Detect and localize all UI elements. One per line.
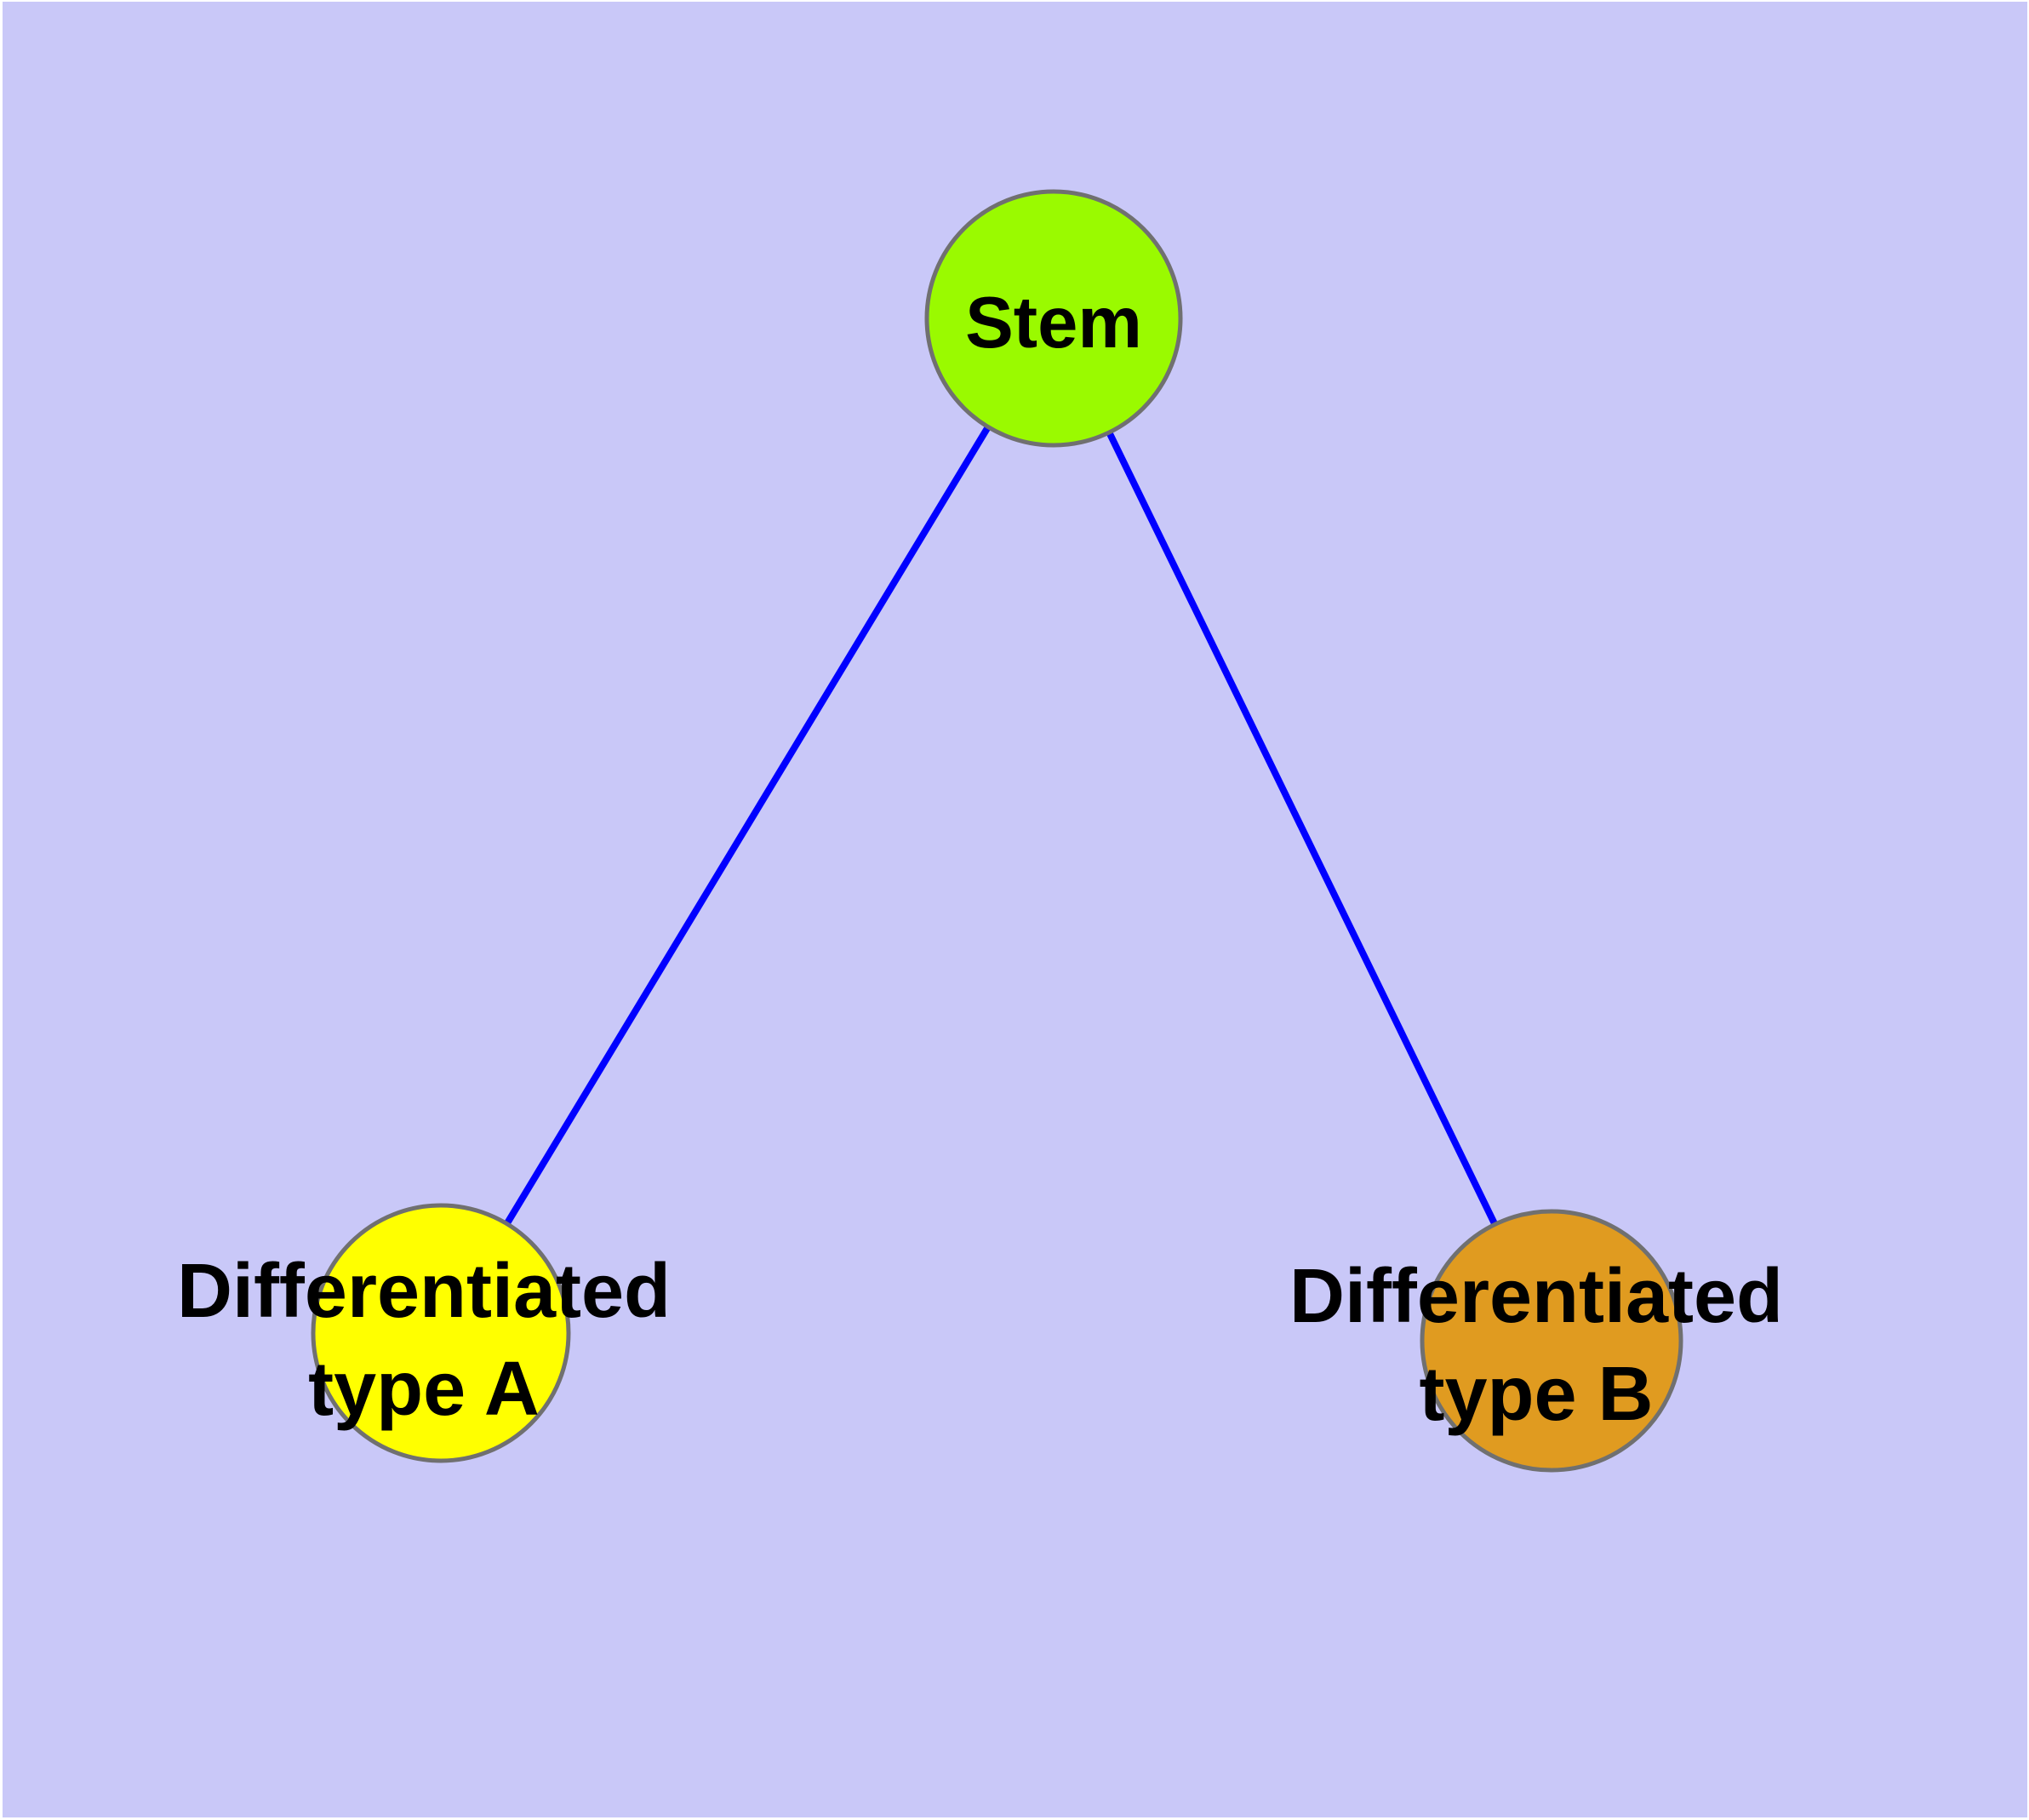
node-label-type-a-line1: Differentiated — [177, 1249, 671, 1334]
node-label-type-b-line2: type B — [1419, 1352, 1653, 1437]
node-label-type-b-line1: Differentiated — [1289, 1254, 1783, 1339]
edge-stem-to-type-a — [437, 316, 1057, 1336]
node-label-stem: Stem — [965, 283, 1142, 363]
node-differentiated-type-b — [1420, 1209, 1683, 1473]
node-label-type-a-line2: type A — [308, 1347, 540, 1432]
node-differentiated-type-a — [311, 1203, 571, 1463]
node-stem — [924, 189, 1183, 448]
edge-stem-to-type-b — [1050, 317, 1555, 1342]
